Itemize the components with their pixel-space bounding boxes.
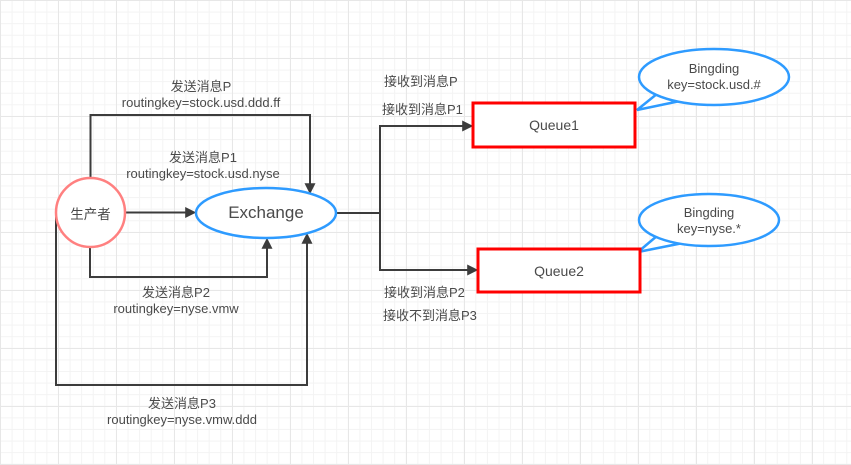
receive-label-queue1-p1: 接收到消息P1 — [382, 102, 463, 117]
edge-label-p3-line2: routingkey=nyse.vmw.ddd — [107, 412, 257, 427]
binding2-label: Bingding key=nyse.* — [639, 205, 779, 237]
queue1-node[interactable] — [471, 101, 637, 149]
edge-send-p[interactable] — [89, 114, 316, 195]
edge-to-queue2[interactable] — [379, 213, 479, 276]
receive-label-queue2-p2: 接收到消息P2 — [384, 285, 465, 300]
edge-label-p-line2: routingkey=stock.usd.ddd.ff — [121, 95, 281, 110]
receive-label-queue2-p3: 接收不到消息P3 — [383, 308, 477, 323]
edge-label-p: 发送消息P routingkey=stock.usd.ddd.ff — [122, 79, 280, 111]
edge-send-p2[interactable] — [89, 237, 273, 278]
edge-label-p1-line1: 发送消息P1 — [169, 150, 237, 165]
edge-label-p1-line2: routingkey=stock.usd.nyse — [126, 166, 280, 181]
binding2-label-line1: Bingding — [683, 205, 735, 220]
queue2-label: Queue2 — [534, 262, 584, 279]
edge-to-queue1[interactable] — [379, 120, 474, 213]
edge-label-p-line1: 发送消息P — [170, 79, 232, 94]
binding2-label-line2: key=nyse.* — [677, 221, 741, 236]
edge-label-p2-line1: 发送消息P2 — [142, 285, 210, 300]
binding1-label-line1: Bingding — [688, 61, 740, 76]
edge-label-p3-line1: 发送消息P3 — [148, 396, 216, 411]
producer-node[interactable] — [54, 176, 127, 249]
exchange-label: Exchange — [228, 203, 304, 222]
receive-label-queue1-p: 接收到消息P — [384, 74, 458, 89]
queue1-label: Queue1 — [529, 117, 579, 133]
edge-send-p3[interactable] — [55, 213, 313, 386]
edge-label-p3: 发送消息P3 routingkey=nyse.vmw.ddd — [107, 396, 257, 428]
binding1-bubble[interactable] — [637, 47, 791, 107]
edge-label-p1: 发送消息P1 routingkey=stock.usd.nyse — [126, 150, 280, 182]
binding1-label-line2: key=stock.usd.# — [667, 77, 761, 92]
producer-label: 生产者 — [70, 206, 111, 222]
queue2-node[interactable] — [476, 247, 642, 294]
binding1-label: Bingding key=stock.usd.# — [639, 61, 789, 93]
edge-label-p2-line2: routingkey=nyse.vmw — [113, 301, 239, 316]
exchange-node[interactable] — [194, 186, 338, 240]
edge-label-p2: 发送消息P2 routingkey=nyse.vmw — [113, 285, 238, 317]
binding2-bubble[interactable] — [637, 192, 781, 248]
